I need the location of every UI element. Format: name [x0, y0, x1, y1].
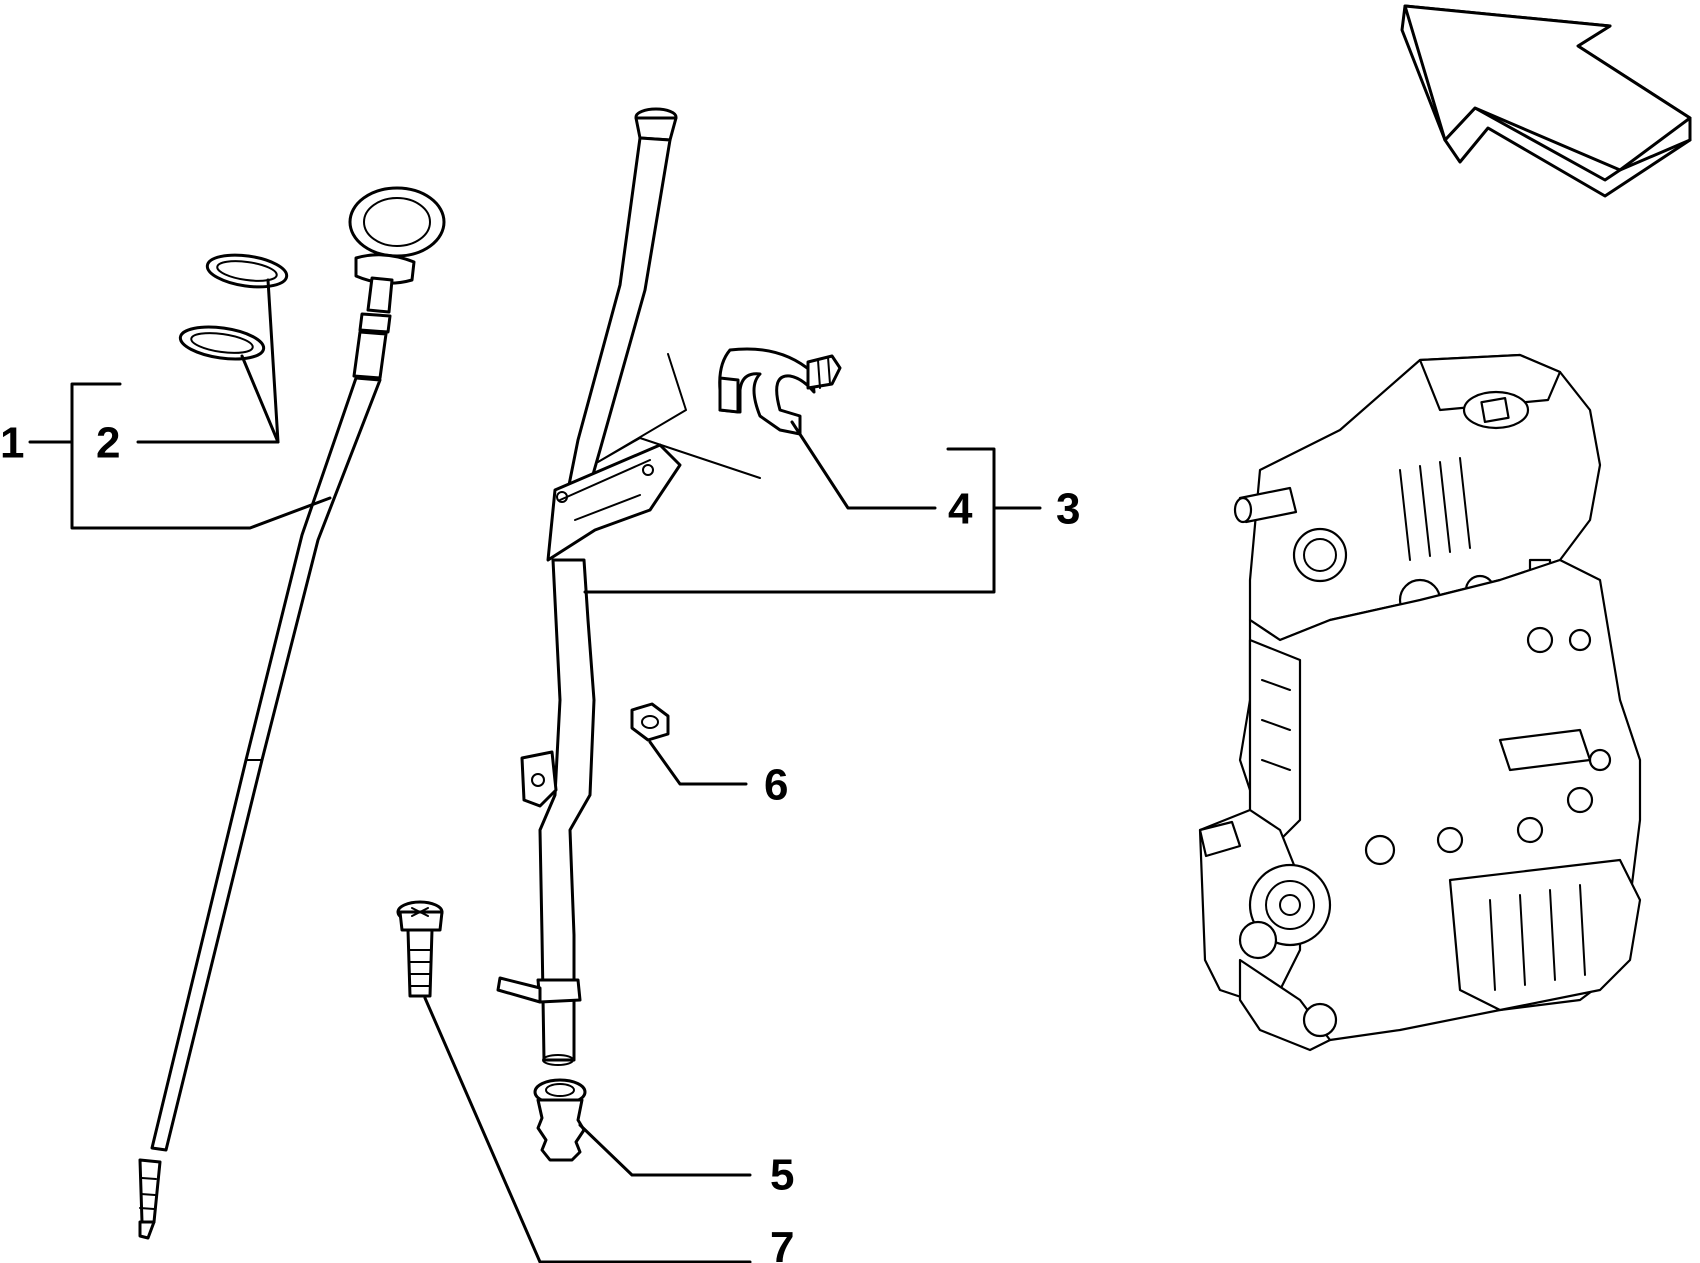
hex-nut	[630, 702, 670, 742]
callout-1: 1	[0, 419, 24, 468]
screw	[396, 900, 444, 998]
o-ring-seals	[178, 253, 289, 361]
dipstick	[138, 186, 446, 1240]
callout-labels: 1 2 3 4 5 6 7	[0, 419, 1080, 1263]
callout-3: 3	[1056, 485, 1080, 534]
orientation-arrow-icon	[1400, 4, 1692, 198]
guide-tube-clip	[718, 347, 842, 436]
rubber-grommet	[533, 1078, 587, 1162]
callout-5: 5	[770, 1151, 794, 1200]
dipstick-guide-tube	[496, 107, 761, 1066]
leader-lines	[28, 278, 1042, 1263]
callout-4: 4	[948, 485, 973, 534]
callout-6: 6	[764, 761, 788, 810]
callout-2: 2	[96, 419, 120, 468]
callout-7: 7	[770, 1223, 794, 1263]
engine-block-illustration	[1198, 353, 1642, 1052]
